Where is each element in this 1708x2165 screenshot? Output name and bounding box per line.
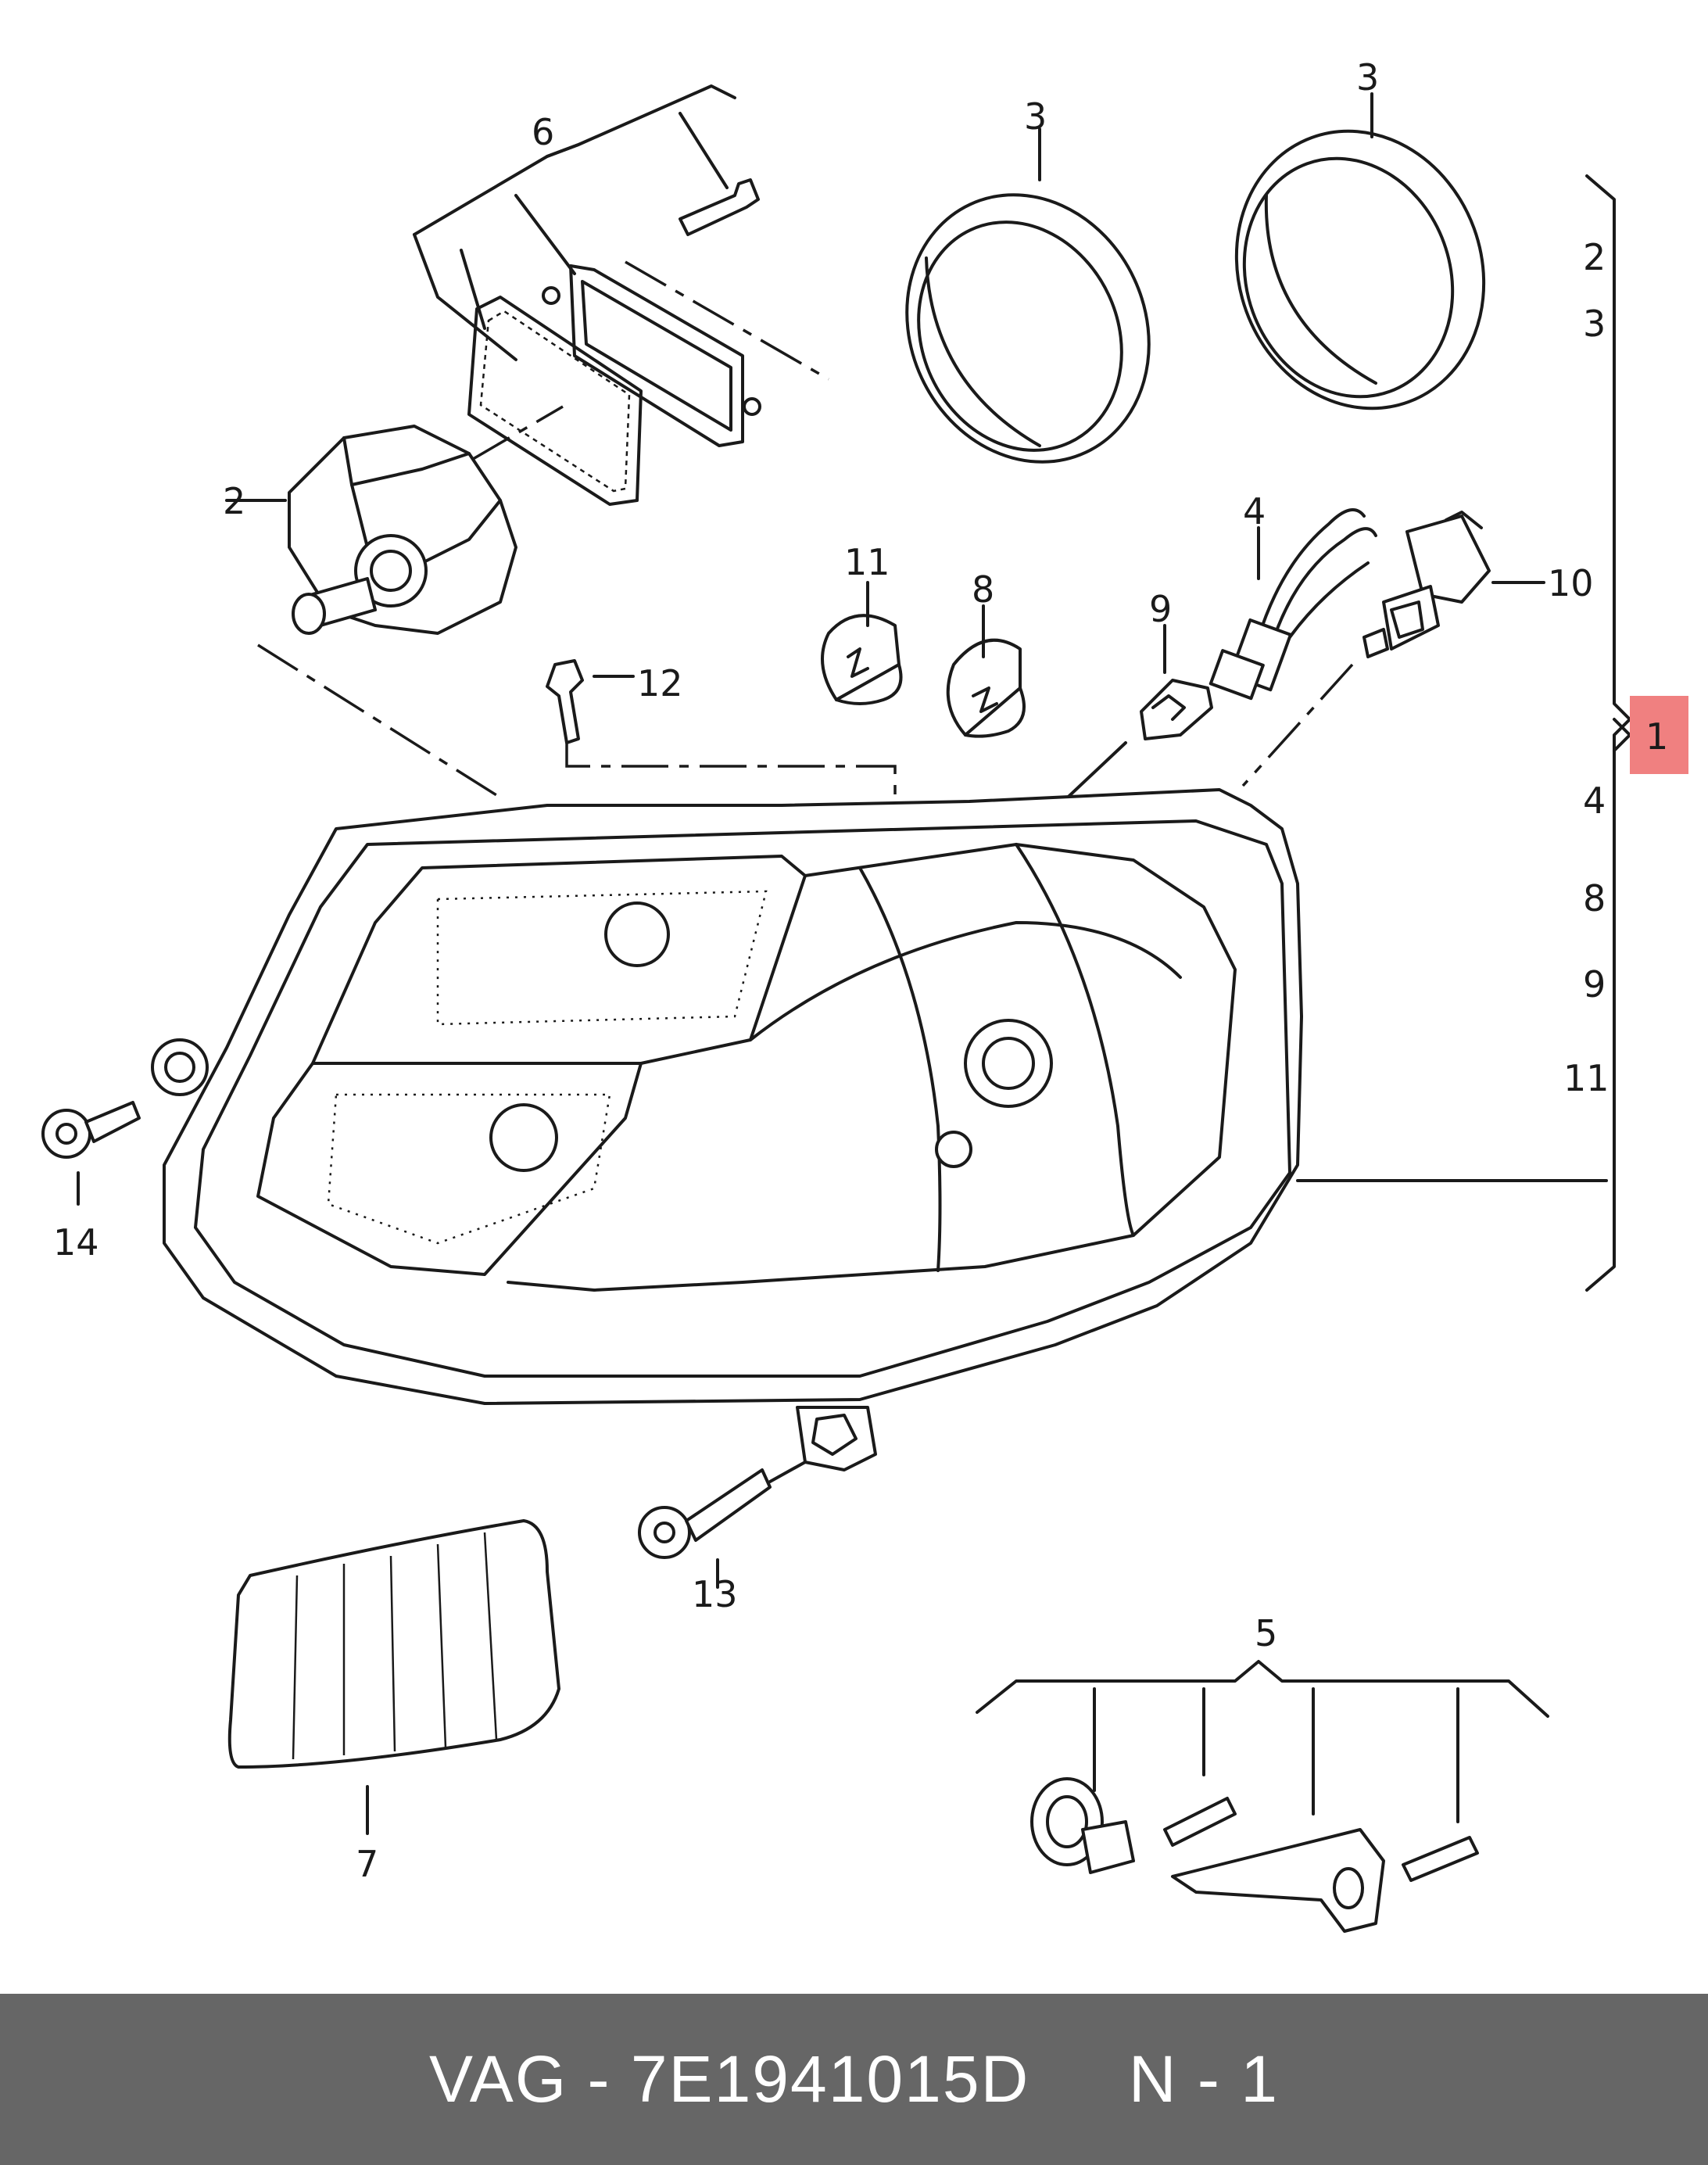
list-label-4: 4 [1583, 780, 1606, 822]
part-12-screw [546, 659, 897, 805]
part-14-screw [41, 1101, 141, 1206]
callout-2-left: 2 [223, 480, 245, 522]
list-label-2: 2 [1583, 236, 1606, 278]
callout-5: 5 [1255, 1612, 1277, 1654]
list-label-1: 1 [1645, 715, 1668, 758]
callout-6: 6 [532, 111, 554, 153]
part-13-screw [638, 1461, 807, 1589]
part-3-caps [905, 92, 1486, 464]
part-2-leveling-motor [225, 425, 517, 799]
part-9-wedge-bulb [1058, 624, 1213, 807]
list-label-11: 11 [1563, 1057, 1610, 1099]
part-10-h7-bulb [1241, 511, 1545, 787]
headlight-parts-diagram: 6 2 3 3 4 10 9 8 11 12 14 13 7 5 2 3 1 4… [41, 56, 1688, 1933]
part-5-bracket-kit [976, 1660, 1549, 1933]
callout-14: 14 [53, 1221, 99, 1264]
callout-7: 7 [356, 1843, 378, 1885]
callout-4-top: 4 [1243, 490, 1266, 532]
part-4-bulb-socket [1208, 508, 1377, 701]
part-11-bulb [821, 581, 903, 705]
callout-11-top: 11 [844, 541, 890, 583]
part-6-cover-assembly [413, 84, 829, 506]
part-number-label: VAG - 7E1941015D N - 1 [429, 2042, 1279, 2116]
part-8-bulb [946, 604, 1026, 738]
part-1-headlight-housing [151, 788, 1608, 1471]
callout-8-top: 8 [972, 568, 994, 611]
callout-9-top: 9 [1149, 588, 1172, 630]
callout-3-right: 3 [1356, 56, 1379, 99]
callout-10: 10 [1548, 562, 1594, 604]
part-7-lens [227, 1519, 560, 1835]
list-label-9: 9 [1583, 963, 1606, 1005]
callout-12: 12 [637, 662, 683, 704]
list-label-3: 3 [1583, 303, 1606, 345]
callout-13: 13 [692, 1573, 738, 1615]
list-label-8: 8 [1583, 877, 1606, 919]
footer-bar: VAG - 7E1941015D N - 1 [0, 1994, 1708, 2165]
callout-3-left: 3 [1024, 95, 1047, 138]
callout-1-highlight [1630, 696, 1688, 774]
